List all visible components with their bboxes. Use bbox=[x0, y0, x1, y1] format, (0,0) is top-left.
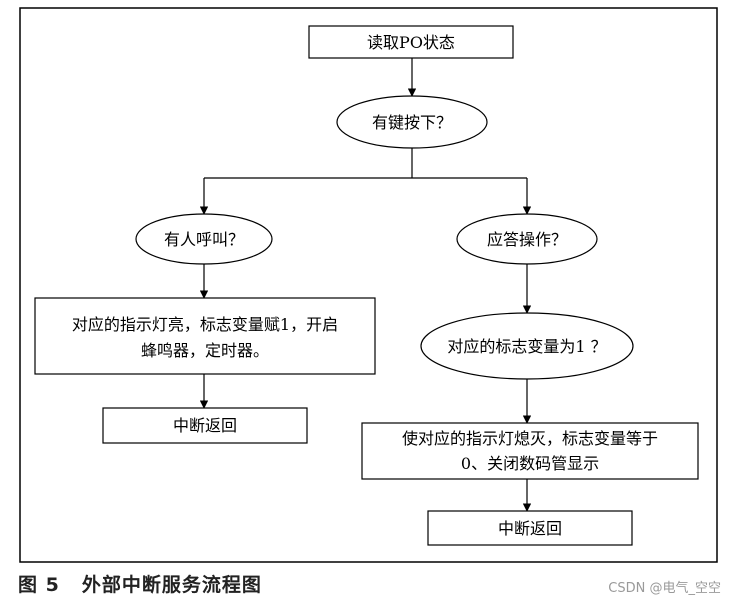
diagram-frame bbox=[19, 7, 718, 563]
node-someone-calling: 有人呼叫？ bbox=[135, 213, 273, 265]
figure-caption: 图 5 外部中断服务流程图 bbox=[18, 570, 262, 597]
figure-number: 图 5 bbox=[18, 574, 60, 596]
node-calling-action-line1: 对应的指示灯亮，标志变量赋1，开启 bbox=[72, 315, 338, 334]
node-clear-action-line1: 使对应的指示灯熄灭，标志变量等于 bbox=[402, 429, 658, 448]
node-clear-action: 使对应的指示灯熄灭，标志变量等于 0、关闭数码管显示 bbox=[361, 422, 699, 480]
node-clear-action-line2: 0、关闭数码管显示 bbox=[461, 454, 599, 473]
node-flag-is-one-label: 对应的标志变量为1 ？ bbox=[447, 337, 606, 356]
watermark: CSDN @电气_空空 bbox=[608, 581, 721, 596]
node-answer-action-label: 应答操作？ bbox=[487, 230, 567, 249]
node-return-left: 中断返回 bbox=[102, 407, 308, 444]
node-read-status-label: 读取PO状态 bbox=[367, 33, 455, 52]
figure-title: 外部中断服务流程图 bbox=[81, 574, 262, 596]
node-return-right-label: 中断返回 bbox=[498, 519, 562, 538]
node-read-status: 读取PO状态 bbox=[308, 25, 514, 59]
node-return-left-label: 中断返回 bbox=[173, 416, 237, 435]
node-calling-action: 对应的指示灯亮，标志变量赋1，开启 蜂鸣器，定时器。 bbox=[34, 297, 376, 375]
node-key-pressed: 有键按下？ bbox=[336, 95, 488, 149]
node-calling-action-line2: 蜂鸣器，定时器。 bbox=[141, 341, 269, 360]
node-flag-is-one: 对应的标志变量为1 ？ bbox=[420, 312, 634, 380]
node-return-right: 中断返回 bbox=[427, 510, 633, 546]
node-answer-action: 应答操作？ bbox=[456, 213, 598, 265]
node-someone-calling-label: 有人呼叫？ bbox=[164, 230, 244, 249]
edges bbox=[199, 58, 532, 512]
node-key-pressed-label: 有键按下？ bbox=[372, 113, 452, 132]
